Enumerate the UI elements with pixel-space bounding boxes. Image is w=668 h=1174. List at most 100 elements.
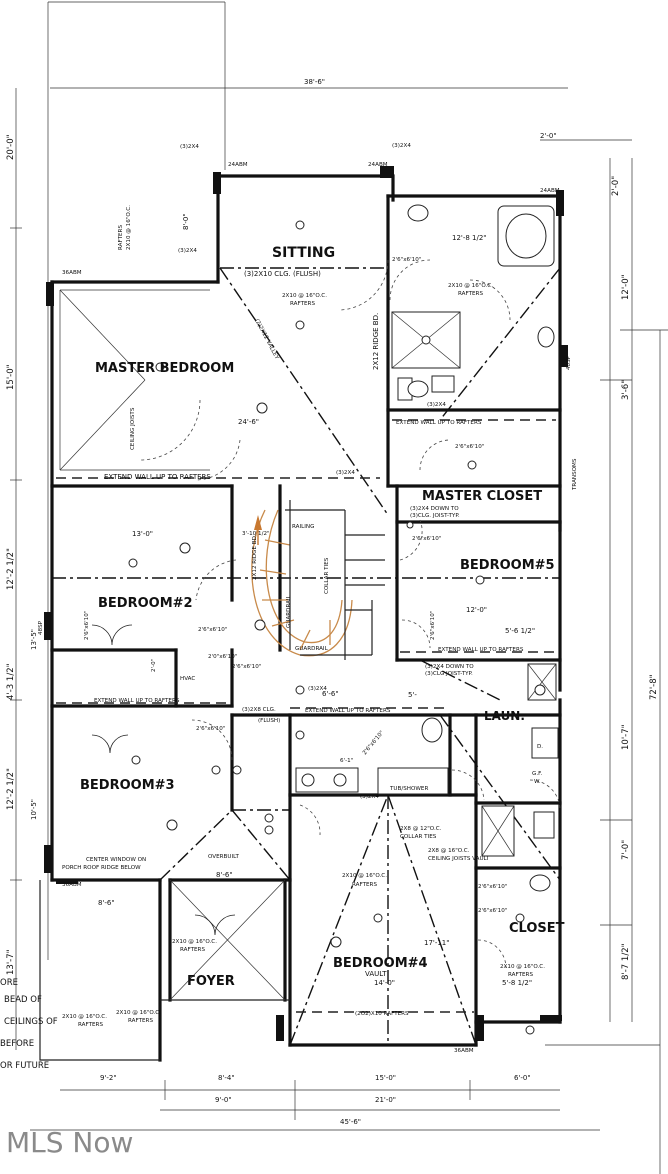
- watermark-text: MLS Now: [6, 1126, 133, 1159]
- dim-mb-24ft6: 24'-6": [238, 418, 259, 426]
- room-labels: SITTING MASTER BEDROOM MASTER CLOSET BED…: [80, 245, 565, 989]
- note-beam-36abm-c: 36ABM: [454, 1048, 474, 1054]
- note-br4-rafters-spec: 2X10 @ 16"O.C.: [342, 873, 387, 879]
- note-beam-3x4-f: (3)2X4: [308, 686, 327, 692]
- note-door-2ft-b: 2'0"x6'10": [208, 654, 238, 660]
- note-clg-2x8: (3)2X8 CLG.: [242, 707, 276, 713]
- stairway: [251, 500, 385, 660]
- room-bedroom-3: BEDROOM#3: [80, 778, 175, 793]
- note-door-hall: 2'6"x6'10": [232, 664, 262, 670]
- dim-bottom-9ft2: 9'-2": [100, 1074, 117, 1082]
- note-left-bead: BEAD OF: [4, 995, 42, 1005]
- note-door-closet-2: 2'6"x6'10": [478, 908, 508, 914]
- dim-foyer-8ft6-a: 8'-6": [216, 871, 233, 879]
- dim-br5-5ft6: 5'-6 1/2": [505, 627, 535, 635]
- dim-br4-14ft: 14'-0": [374, 979, 395, 987]
- note-overbuilt: OVERBUILT: [208, 854, 239, 860]
- note-door-bath-2: 2'6"x6'10": [362, 730, 386, 757]
- note-beam-3x4-c: (3)2X4: [178, 248, 197, 254]
- dim-right-3ft6: 3'-6": [621, 380, 631, 400]
- note-oc-12: 2X8 @ 12"O.C.: [400, 826, 442, 832]
- note-beam-3x4-e: (3)2X4: [427, 402, 446, 408]
- note-foyer-rafters-spec: 2X10 @ 16"O.C.: [172, 939, 217, 945]
- posts: [44, 166, 568, 1041]
- note-left-future: OR FUTURE: [0, 1061, 49, 1071]
- note-door-mc: 2'6"x6'10": [455, 444, 485, 450]
- dim-top-overall: 38'-6": [304, 78, 325, 86]
- dim-right-8ft7: 8'-7 1/2": [621, 943, 631, 980]
- note-beam-48sp-a: 48SP: [38, 620, 44, 635]
- note-flush: (FLUSH): [258, 718, 280, 724]
- note-beam-36abm-b: 36ABM: [62, 882, 82, 888]
- note-beam-48sp-b: 48SP: [566, 355, 572, 370]
- fixtures: [128, 204, 559, 1035]
- dim-left-13ft5: 13'-5": [30, 629, 38, 650]
- note-202-rafters: (2O2)X10 RAFTERS: [355, 1011, 409, 1017]
- note-door-br2-closet: 2'6"x6'10": [84, 610, 90, 640]
- dimension-lines: [10, 1, 668, 1174]
- dimension-labels: 38'-6" 20'-0" 2'-0" 2'-0" 12'-0" 3'-6" 7…: [6, 78, 659, 1126]
- note-oc-16: 2X8 @ 16"O.C.: [428, 848, 470, 854]
- note-left-before: BEFORE: [0, 1039, 34, 1049]
- left-margin-notes: ORE BEAD OF CEILINGS OF BEFORE OR FUTURE: [0, 978, 58, 1071]
- dim-bath-12ft8: 12'-8 1/2": [452, 234, 487, 242]
- note-sitting-rafters: RAFTERS: [290, 301, 315, 307]
- note-collar-ties-stair: COLLAR TIES: [324, 557, 330, 594]
- dim-left-20ft: 20'-0": [6, 134, 16, 160]
- dim-bath-6ft1: 6'-1": [340, 758, 354, 764]
- dim-br4-17ft: 17'-11": [424, 939, 449, 947]
- note-ridge-board-2: 2X12 RIDGE BD.: [252, 534, 258, 580]
- room-sitting: SITTING: [272, 245, 335, 261]
- room-hvac: HVAC: [180, 676, 195, 682]
- dim-right-10ft7: 10'-7": [621, 724, 631, 750]
- note-guardrail: GUARDRAIL: [295, 646, 329, 652]
- dim-hall-6ft6: 6'-6": [322, 690, 339, 698]
- note-porch-rafters-spec: 2X10 @ 16"O.C.: [116, 1010, 161, 1016]
- room-foyer: FOYER: [187, 974, 235, 989]
- note-clg-joist-4: (3)CLG JOIST-TYP.: [425, 671, 473, 677]
- dim-left-13ft7: 13'-7": [6, 949, 16, 975]
- note-door-br5: 2'6"x6'10": [412, 536, 442, 542]
- dim-right-72ft8: 72'-8": [649, 674, 659, 700]
- doors: [91, 259, 561, 969]
- note-extend-closet: EXTEND WALL UP TO RAFTERS: [396, 420, 482, 426]
- dim-bottom-21ft: 21'-0": [375, 1096, 396, 1104]
- note-beam-24abm-b: 24ABM: [368, 162, 388, 168]
- dim-right-2ft-top: 2'-0": [540, 132, 557, 140]
- room-closet: CLOSET: [509, 921, 565, 936]
- dim-left-12ft2-a: 12'-2 1/2": [6, 548, 16, 590]
- note-beam-3x4-b: (3)2X4: [180, 144, 199, 150]
- note-extend-hall: EXTEND WALL UP TO RAFTERS: [305, 708, 391, 714]
- note-clg-flush: (3)2X10 CLG. (FLUSH): [244, 270, 321, 278]
- note-porch-rafters-2: RAFTERS: [78, 1022, 103, 1028]
- note-beam-3x4-a: (3)2X4: [392, 143, 411, 149]
- dim-left-4ft3: 4'-3 1/2": [6, 663, 16, 700]
- room-vault: VAULT: [365, 970, 387, 978]
- note-mb-rafters: RAFTERS: [118, 225, 124, 250]
- note-extend-br3: EXTEND WALL UP TO RAFTERS: [94, 698, 180, 704]
- note-left-ore: ORE: [0, 978, 18, 988]
- note-br4-rafters: RAFTERS: [352, 882, 377, 888]
- dim-left-12ft2-b: 12'-2 1/2": [6, 768, 16, 810]
- dim-bottom-6ft: 6'-0": [514, 1074, 531, 1082]
- dim-bottom-15ft: 15'-0": [375, 1074, 396, 1082]
- note-clg-joist-2: (3)CLG. JOIST-TYP.: [410, 513, 460, 519]
- note-center-window-1: CENTER WINDOW ON: [86, 857, 146, 863]
- note-collar-ties: COLLAR TIES: [400, 834, 437, 840]
- note-ridge-board: 2X12 RIDGE BD.: [372, 313, 380, 370]
- note-foyer-rafters: RAFTERS: [180, 947, 205, 953]
- note-door-closet: 2'6"x6'10": [478, 884, 508, 890]
- note-transoms: TRANSOMS: [572, 458, 578, 491]
- note-left-ceilings: CEILINGS OF: [4, 1017, 58, 1027]
- note-ceiling-joists-mb: CEILING JOISTS: [130, 407, 136, 450]
- dim-left-15ft: 15'-0": [6, 364, 16, 390]
- note-sitting-rafters-spec: 2X10 @ 16"O.C.: [282, 293, 327, 299]
- note-closet-rafters-spec: 2X10 @ 16"O.C.: [500, 964, 545, 970]
- dim-right-2ft: 2'-0": [611, 176, 621, 196]
- note-ceiling-joists-vault: CEILING JOISTS VAULT: [428, 856, 490, 862]
- note-door-2ft: 2'-0": [151, 658, 157, 672]
- note-guardrail-vertical: GUARDRAIL: [286, 594, 292, 628]
- note-beam-24abm-a: 24ABM: [228, 162, 248, 168]
- dim-closet-5ft8: 5'-8 1/2": [502, 979, 532, 987]
- note-beam-24abm-c: 24ABM: [540, 188, 560, 194]
